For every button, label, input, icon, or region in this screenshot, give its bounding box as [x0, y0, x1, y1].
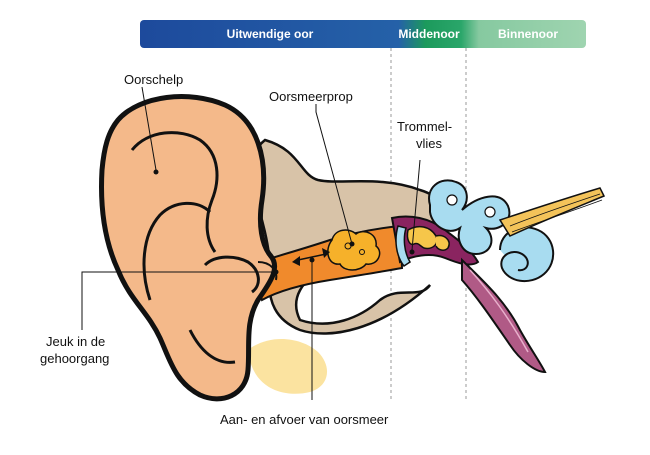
concha-fold [203, 255, 260, 294]
leader-itch [81, 271, 275, 330]
label-pinna: Oorschelp [124, 72, 184, 87]
cochlea [499, 226, 554, 283]
canal-entrance [257, 261, 278, 281]
label-earwax-transport: Aan- en afvoer van oorsmeer [220, 412, 389, 427]
transport-arrow [297, 253, 327, 261]
label-eardrum-line2: vlies [416, 136, 443, 151]
helix-fold [130, 131, 219, 253]
lobe-shadow [248, 338, 328, 394]
label-earwax-plug: Oorsmeerprop [269, 89, 353, 104]
region-inner-label: Binnenoor [498, 27, 558, 41]
antihelix-fold [142, 201, 212, 301]
label-itch-line2: gehoorgang [40, 351, 110, 366]
auditory-nerve [498, 187, 606, 237]
ossicles [406, 225, 438, 250]
leader-earwax-plug [315, 104, 353, 245]
lobe-fold [188, 329, 236, 364]
leader-eardrum [411, 159, 421, 251]
region-band [140, 20, 586, 48]
label-itch-line1: Jeuk in de [46, 334, 106, 349]
eardrum [395, 225, 412, 268]
pinna [99, 94, 278, 402]
region-outer-label: Uitwendige oor [226, 27, 314, 41]
region-middle-label: Middenoor [398, 27, 460, 41]
label-eardrum-line1: Trommel- [397, 119, 453, 134]
earwax-plug [327, 229, 381, 271]
leader-pinna [141, 86, 157, 171]
